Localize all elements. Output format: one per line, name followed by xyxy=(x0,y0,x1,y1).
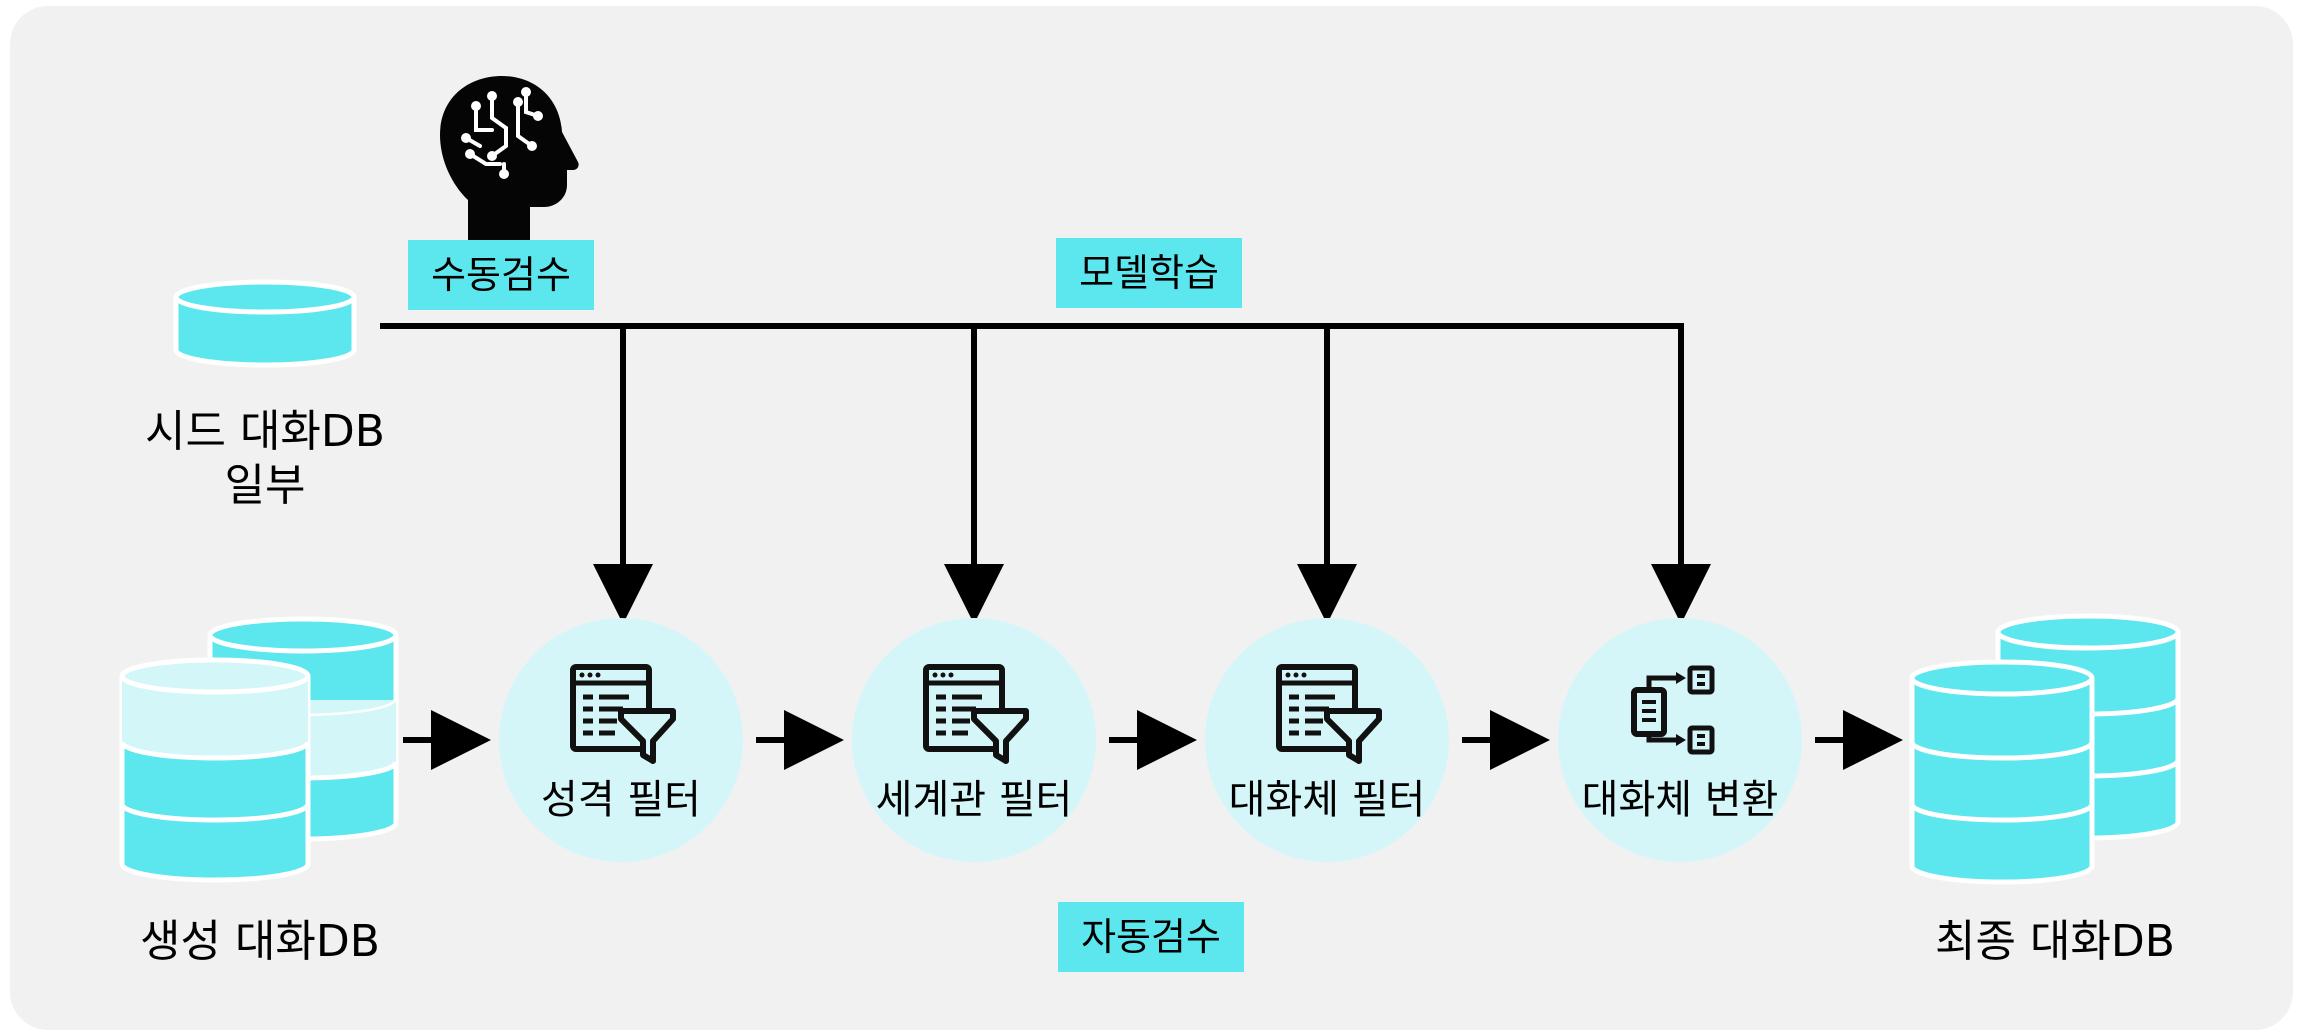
node-label-speech-transform: 대화체 변환 xyxy=(1581,777,1779,823)
top-connector xyxy=(380,323,1711,624)
final-db-label: 최종 대화DB xyxy=(1935,916,2175,967)
generated-db-label: 생성 대화DB xyxy=(140,916,380,967)
automatic-review-tag: 자동검수 xyxy=(1058,902,1244,972)
manual-review-label: 수동검수 xyxy=(431,253,571,297)
seed-db-icon xyxy=(173,279,357,368)
node-label-worldview-filter: 세계관 필터 xyxy=(875,777,1073,823)
node-label-speech-filter: 대화체 필터 xyxy=(1228,777,1426,823)
document-filter-icon xyxy=(570,664,676,764)
node-circle-personality xyxy=(499,618,743,862)
manual-review-tag: 수동검수 xyxy=(408,240,594,310)
node-circle-speech-filter xyxy=(1205,618,1449,862)
model-training-tag: 모델학습 xyxy=(1056,238,1242,308)
generated-db-icon xyxy=(119,616,399,883)
document-filter-icon xyxy=(1276,664,1382,764)
node-circle-worldview xyxy=(852,618,1096,862)
document-filter-icon xyxy=(923,664,1029,764)
final-db-icon xyxy=(1909,613,2181,885)
node-label-personality-filter: 성격 필터 xyxy=(541,777,701,823)
ai-head-icon xyxy=(440,76,579,240)
seed-db-label-line2: 일부 xyxy=(224,460,306,511)
document-transform-icon xyxy=(1631,665,1715,755)
seed-db-label: 시드 대화DB 일부 xyxy=(130,405,400,513)
seed-db-label-line1: 시드 대화DB xyxy=(145,406,385,457)
automatic-review-label: 자동검수 xyxy=(1081,915,1221,959)
model-training-label: 모델학습 xyxy=(1079,251,1219,295)
